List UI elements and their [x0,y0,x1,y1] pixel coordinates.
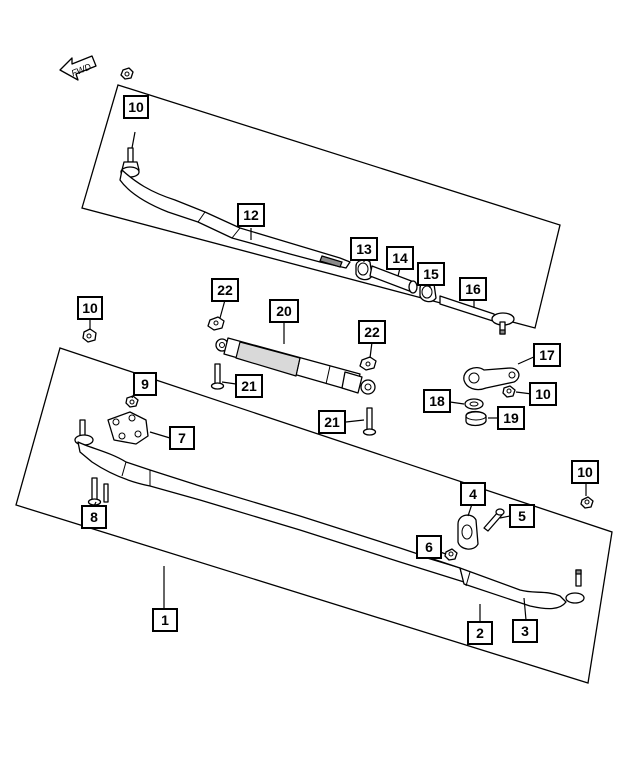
callout-21: 21 [318,410,346,434]
pitman-arm [463,366,520,391]
svg-text:6: 6 [425,539,433,555]
callouts: 10 12 13 14 15 16 22 20 22 10 17 9 21 18… [77,95,599,645]
callout-3: 3 [512,619,538,643]
svg-text:15: 15 [423,266,439,282]
callout-8: 8 [81,505,107,529]
svg-text:21: 21 [324,414,340,430]
tie-rod-tube [459,567,567,610]
svg-text:10: 10 [535,386,551,402]
callout-12: 12 [237,203,265,227]
svg-text:18: 18 [429,393,445,409]
tie-rod-end-icon [439,295,515,335]
pitman-arm-assembly [463,366,520,427]
callout-9: 9 [133,372,157,396]
callout-10: 10 [123,95,149,119]
svg-text:13: 13 [356,241,372,257]
bolt-icon [210,363,225,390]
svg-text:10: 10 [577,464,593,480]
callout-5: 5 [509,504,535,528]
nut-icon [120,67,134,80]
callout-4: 4 [460,482,486,506]
svg-text:7: 7 [178,430,186,446]
callout-20: 20 [269,299,299,323]
bolt-icon [483,508,505,532]
callout-2: 2 [467,621,493,645]
svg-text:10: 10 [82,300,98,316]
callout-15: 15 [417,262,445,286]
fwd-arrow-icon: FWD [59,55,97,81]
svg-text:14: 14 [392,250,408,266]
callout-10: 10 [571,460,599,484]
svg-text:12: 12 [243,207,259,223]
svg-text:9: 9 [141,376,149,392]
clamp-icon [457,514,479,550]
svg-text:4: 4 [469,486,477,502]
callout-13: 13 [350,237,378,261]
nut-icon [82,328,97,343]
upper-panel [81,84,561,329]
callout-7: 7 [169,426,195,450]
svg-text:2: 2 [476,625,484,641]
svg-text:19: 19 [503,410,519,426]
adjuster-nut-icon [355,259,373,281]
svg-text:5: 5 [518,508,526,524]
svg-text:22: 22 [364,324,380,340]
mounting-plate [107,411,149,445]
bolt-icon [87,477,109,506]
svg-text:20: 20 [276,303,292,319]
svg-text:1: 1 [161,612,169,628]
svg-text:3: 3 [521,623,529,639]
svg-text:8: 8 [90,509,98,525]
nut-icon [207,316,225,331]
callout-10: 10 [529,382,557,406]
callout-18: 18 [423,389,451,413]
callout-22: 22 [211,278,239,302]
leader-lines [89,131,587,622]
callout-22: 22 [358,320,386,344]
callout-21: 21 [235,374,263,398]
svg-text:10: 10 [128,99,144,115]
drag-link-body [119,169,351,269]
svg-text:22: 22 [217,282,233,298]
svg-text:16: 16 [465,281,481,297]
callout-14: 14 [386,246,414,270]
adjuster-sleeve-icon [369,265,418,294]
bolt-icon [362,407,377,436]
svg-text:17: 17 [539,347,555,363]
steering-damper-assembly [207,316,377,436]
callout-10: 10 [77,296,103,320]
lower-panel [15,347,613,684]
svg-text:21: 21 [241,378,257,394]
callout-16: 16 [459,277,487,301]
callout-17: 17 [533,343,561,367]
callout-1: 1 [152,608,178,632]
nut-icon [359,356,377,371]
tie-rod-assembly [74,395,594,610]
callout-19: 19 [497,406,525,430]
drag-link-assembly [119,67,515,335]
callout-6: 6 [416,535,442,559]
